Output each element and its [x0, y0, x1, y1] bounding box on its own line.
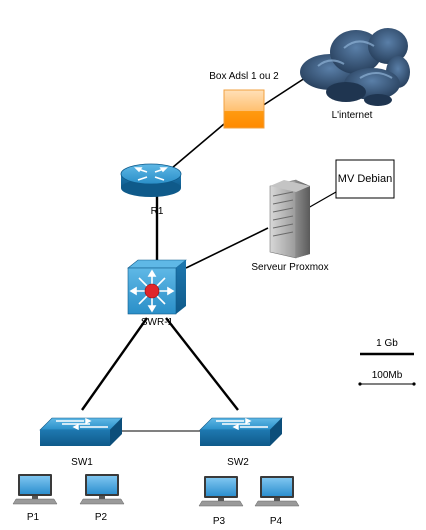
links	[81, 77, 337, 432]
link-router-box	[171, 123, 225, 169]
sw2-label: SW2	[227, 457, 249, 468]
router-label: R1	[151, 206, 164, 217]
link-core-server	[185, 227, 269, 269]
vm-label: MV Debian	[338, 173, 392, 185]
workstation-icon[interactable]	[254, 476, 300, 507]
server-icon[interactable]	[269, 179, 310, 259]
link-box-internet	[261, 77, 306, 107]
p1-label: P1	[27, 512, 40, 523]
cloud-icon[interactable]	[300, 28, 410, 106]
router-icon[interactable]	[120, 163, 182, 197]
legend: 1 Gb 100Mb	[358, 338, 416, 386]
sw1-label: SW1	[71, 457, 93, 468]
workstation-icon[interactable]	[198, 476, 244, 507]
box-label: Box Adsl 1 ou 2	[209, 71, 279, 82]
vm-box[interactable]	[335, 159, 395, 199]
layer3-switch-icon[interactable]	[127, 259, 187, 315]
server-label: Serveur Proxmox	[251, 262, 328, 273]
p2-label: P2	[95, 512, 108, 523]
p4-label: P4	[270, 516, 283, 527]
link-core-sw1	[81, 317, 148, 411]
internet-label: L'internet	[332, 110, 373, 121]
p3-label: P3	[213, 516, 226, 527]
legend-gigabit-label: 1 Gb	[376, 338, 398, 349]
link-core-sw2	[165, 317, 239, 411]
legend-fast-label: 100Mb	[372, 370, 403, 381]
link-server-vm	[307, 191, 337, 209]
core-switch-label: SWR-1	[141, 317, 174, 328]
workstation-icon[interactable]	[79, 474, 125, 505]
switch-icon[interactable]	[39, 417, 123, 446]
modem-icon[interactable]	[223, 89, 265, 129]
workstation-icon[interactable]	[12, 474, 58, 505]
switch-icon[interactable]	[199, 417, 283, 446]
